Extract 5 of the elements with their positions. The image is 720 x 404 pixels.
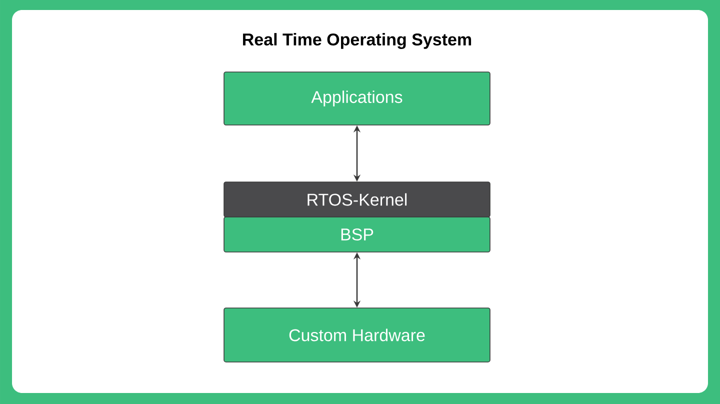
title: Real Time Operating System: [243, 33, 472, 49]
layer-box: RTOS-Kernel: [224, 182, 490, 218]
layer-box: Applications: [224, 72, 490, 126]
layer-box: Custom Hardware: [224, 308, 490, 362]
layer-box: BSP: [224, 216, 490, 252]
